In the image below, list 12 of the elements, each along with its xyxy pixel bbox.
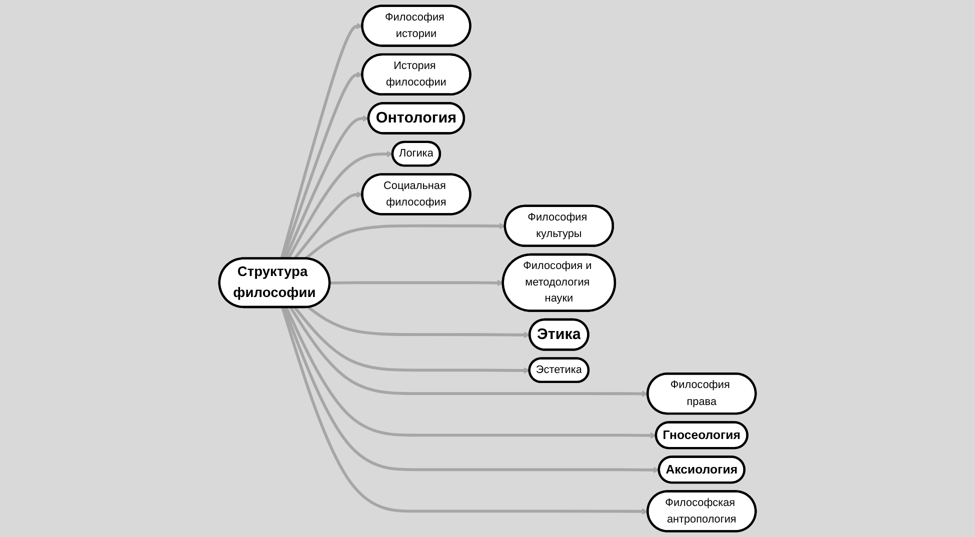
arrow xyxy=(280,22,363,260)
arrow xyxy=(284,115,370,260)
arrow xyxy=(307,306,530,338)
arrow xyxy=(330,280,504,286)
arrow xyxy=(294,306,530,374)
arrow xyxy=(282,71,363,260)
arrow xyxy=(287,150,394,260)
arrow xyxy=(282,306,660,474)
arrow xyxy=(289,306,648,398)
arrow xyxy=(284,306,657,439)
arrow xyxy=(304,222,506,260)
arrow xyxy=(281,306,648,515)
